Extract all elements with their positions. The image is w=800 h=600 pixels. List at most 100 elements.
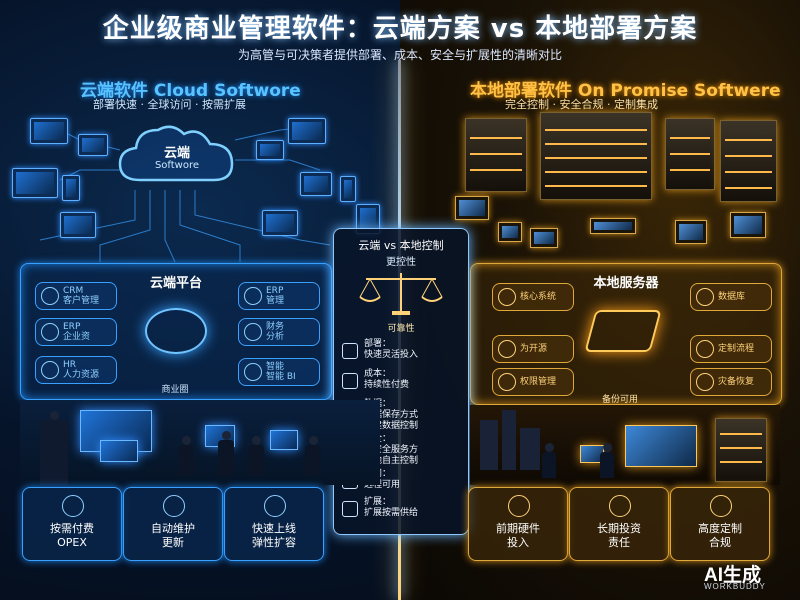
- cloud-module-erp-resource[interactable]: ERP 企业资: [35, 318, 117, 346]
- cloud-module-erp[interactable]: ERP 管理: [238, 282, 320, 310]
- laptop-icon: [262, 210, 298, 236]
- compare-row-text: 扩展： 扩展按需供给: [364, 497, 419, 518]
- server-rack-icon: [540, 112, 652, 200]
- benefit-label: 自动维护 更新: [151, 522, 195, 549]
- onprem-module-label: 数据库: [718, 292, 746, 302]
- server-rack-icon: [720, 120, 777, 202]
- laptop-icon: [60, 212, 96, 238]
- cloud-tagline: 部署快速 · 全球访问 · 按需扩展: [93, 98, 246, 111]
- monitor-icon: [498, 222, 522, 242]
- onprem-module-database[interactable]: 数据库: [690, 283, 772, 311]
- extend-icon: [342, 501, 358, 517]
- scale-label: 可靠性: [387, 324, 415, 334]
- city-building: [520, 428, 540, 470]
- cloud-hub-icon: [145, 308, 207, 354]
- circuit-lines: [39, 127, 331, 263]
- monitor-icon: [270, 430, 298, 450]
- cloud-module-crm[interactable]: CRM 客户管理: [35, 282, 117, 310]
- pay-icon: [62, 495, 84, 517]
- network-switch-icon: [590, 218, 636, 234]
- laptop-icon: [30, 118, 68, 144]
- onprem-benefit-custom[interactable]: 高度定制 合规: [670, 487, 770, 561]
- onprem-module-custom[interactable]: 定制流程: [690, 335, 772, 363]
- person-figure: [218, 431, 234, 475]
- cloud-module-finance[interactable]: 财务 分析: [238, 318, 320, 346]
- backup-icon: [696, 373, 714, 391]
- city-building: [480, 420, 498, 470]
- onprem-hub-icon: [584, 310, 662, 352]
- onprem-module-label: 权限管理: [520, 377, 557, 387]
- onprem-module-core[interactable]: 核心系统: [492, 283, 574, 311]
- laptop-icon: [288, 118, 326, 144]
- cloud-benefit-pay[interactable]: 按需付费 OPEX: [22, 487, 122, 561]
- benefit-label: 快速上线 弹性扩容: [252, 522, 296, 549]
- cloud-platform-title: 云端平台: [149, 276, 202, 291]
- benefit-label: 长期投资 责任: [597, 522, 641, 549]
- onprem-module-label: 灾备恢复: [718, 377, 755, 387]
- hr-icon: [41, 361, 59, 379]
- benefit-label: 高度定制 合规: [698, 522, 742, 549]
- onprem-module-permission[interactable]: 权限管理: [492, 368, 574, 396]
- server-rack-icon: [715, 418, 767, 482]
- cloud-module-label: HR 人力资源: [63, 360, 100, 380]
- onprem-module-backup[interactable]: 灾备恢复: [690, 368, 772, 396]
- database-icon: [696, 288, 714, 306]
- comparison-subtitle: 更控性: [386, 257, 416, 268]
- benefit-label: 前期硬件 投入: [496, 522, 540, 549]
- onprem-header: 本地部署软件 On Promise Softwere: [470, 81, 781, 101]
- erp-icon: [244, 287, 262, 305]
- person-figure: [542, 443, 556, 478]
- cloud-hub-label: 商业圈: [161, 385, 189, 395]
- onprem-module-source[interactable]: 为开源: [492, 335, 574, 363]
- cloud-module-bi[interactable]: 智能 智能 BI: [238, 358, 320, 386]
- onprem-benefit-hardware[interactable]: 前期硬件 投入: [468, 487, 568, 561]
- monitor-icon: [730, 212, 766, 238]
- page-subtitle: 为高管与可决策者提供部署、成本、安全与扩展性的清晰对比: [237, 48, 562, 62]
- onprem-module-label: 为开源: [520, 344, 548, 354]
- cloud-module-label: 智能 智能 BI: [266, 362, 296, 382]
- page-title: 企业级商业管理软件：云端方案 vs 本地部署方案: [102, 14, 698, 44]
- cost-icon: [342, 373, 358, 389]
- cloud-label: 云端: [163, 146, 190, 161]
- cloud-icon: [118, 125, 234, 182]
- core-icon: [498, 288, 516, 306]
- cloud-module-hr[interactable]: HR 人力资源: [35, 356, 117, 384]
- monitor-icon: [80, 410, 152, 452]
- benefit-label: 按需付费 OPEX: [50, 522, 94, 549]
- presenter-figure: [40, 411, 68, 485]
- watermark-sub: WORKBUDDY: [704, 582, 766, 591]
- monitor-icon: [100, 440, 138, 462]
- cloud-module-label: 财务 分析: [266, 322, 285, 342]
- monitor-icon: [675, 220, 707, 244]
- compare-row-cost: 成本： 持续性付费: [342, 369, 462, 399]
- finance-icon: [244, 323, 262, 341]
- onprem-module-label: 核心系统: [520, 292, 557, 302]
- server-rack-icon: [665, 118, 715, 190]
- cloud-benefit-scale[interactable]: 快速上线 弹性扩容: [224, 487, 324, 561]
- deploy-icon: [342, 343, 358, 359]
- phone-icon: [62, 175, 80, 201]
- cloud-module-label: CRM 客户管理: [63, 286, 100, 306]
- custom-compliance-icon: [710, 495, 732, 517]
- laptop-icon: [78, 134, 108, 156]
- hardware-icon: [508, 495, 530, 517]
- cloud-module-label: ERP 企业资: [63, 322, 91, 342]
- crm-icon: [41, 287, 59, 305]
- tablet-icon: [12, 168, 58, 198]
- onprem-hub-label: 备份可用: [601, 395, 638, 405]
- bi-icon: [244, 363, 262, 381]
- cloud-header: 云端软件 Cloud Softwore: [80, 81, 301, 101]
- compare-row-text: 部署： 快速灵活投入: [364, 339, 419, 360]
- phone-icon: [340, 176, 356, 202]
- update-icon: [163, 495, 185, 517]
- onprem-panel-title: 本地服务器: [593, 276, 659, 291]
- laptop-icon: [256, 140, 284, 160]
- compare-row-text: 成本： 持续性付费: [364, 369, 410, 390]
- onprem-benefit-investment[interactable]: 长期投资 责任: [569, 487, 669, 561]
- scale-icon: [264, 495, 286, 517]
- comparison-title: 云端 vs 本地控制: [358, 239, 444, 252]
- person-figure: [248, 436, 264, 475]
- cloud-benefit-update[interactable]: 自动维护 更新: [123, 487, 223, 561]
- server-rack-icon: [465, 118, 527, 192]
- compare-row-deploy: 部署： 快速灵活投入: [342, 339, 462, 369]
